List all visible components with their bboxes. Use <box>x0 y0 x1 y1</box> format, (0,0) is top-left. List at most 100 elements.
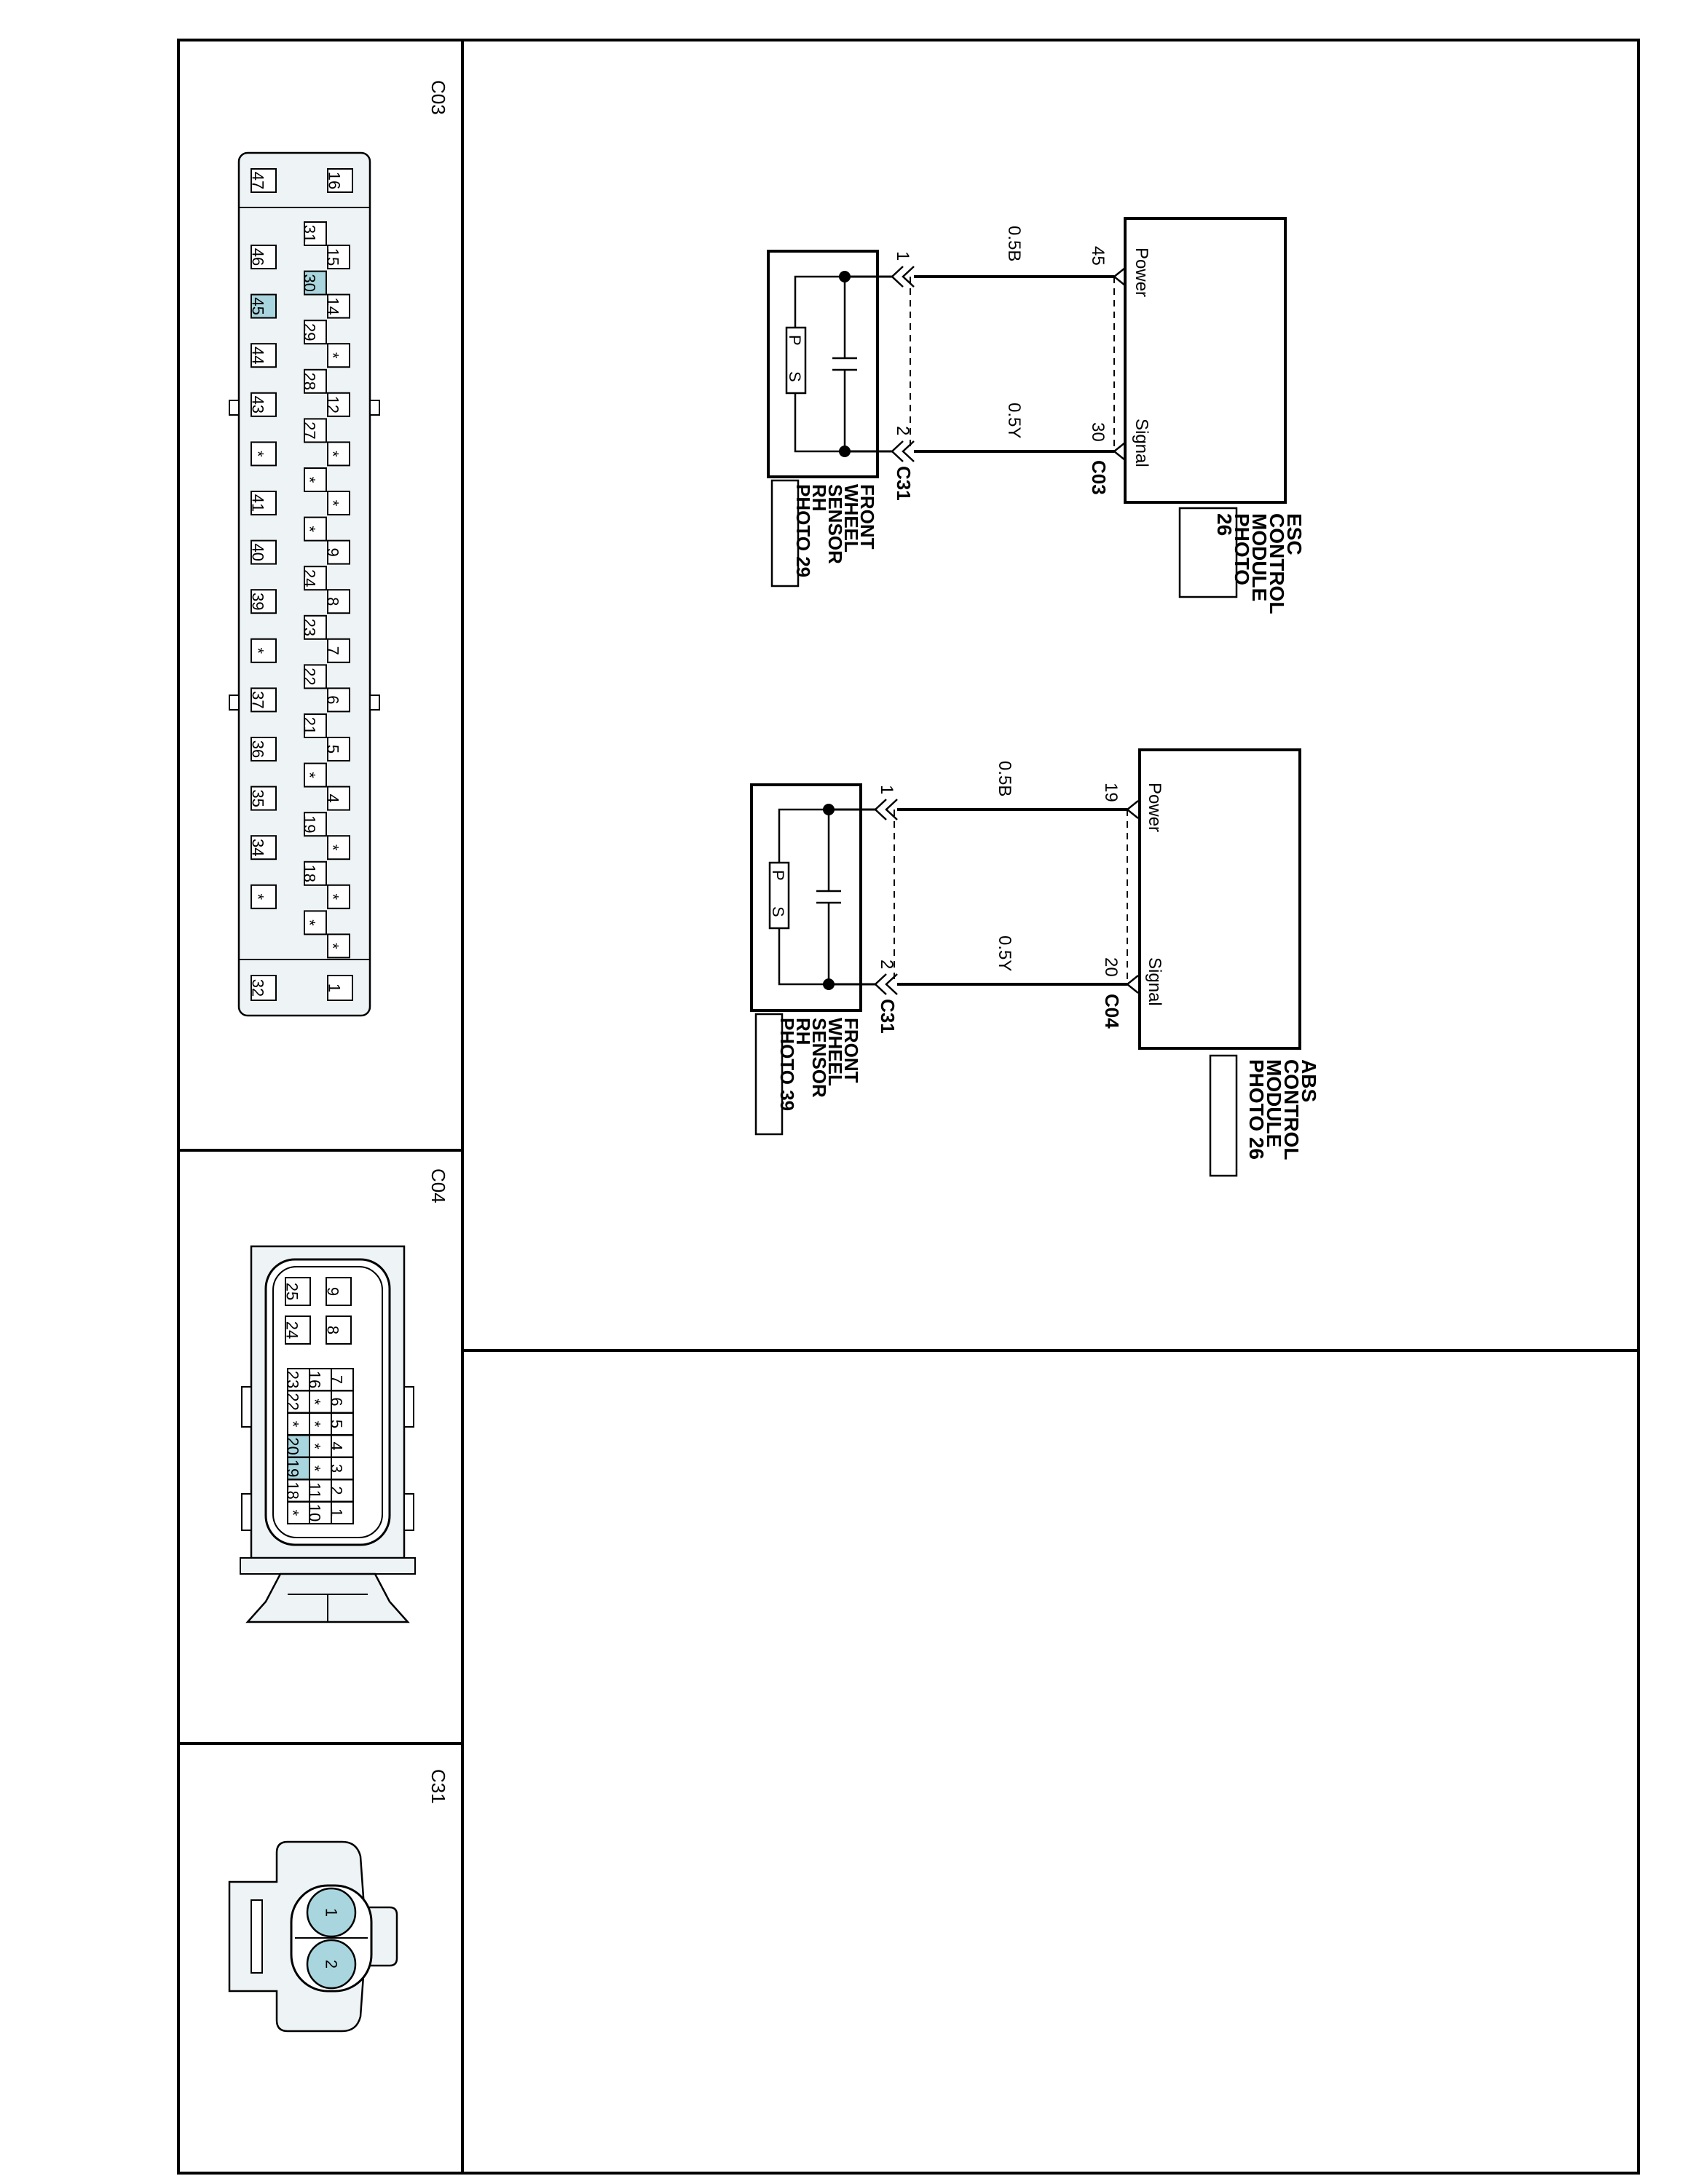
svg-text:29: 29 <box>301 323 319 341</box>
c03-pin: 6 <box>324 687 350 713</box>
c03-pin: 5 <box>324 737 350 761</box>
c03-pin: 40 <box>249 539 277 565</box>
svg-text:12: 12 <box>324 396 342 414</box>
c31-connector: 12 <box>228 1840 398 2033</box>
svg-text:*: * <box>284 1510 302 1516</box>
svg-text:*: * <box>324 894 342 901</box>
svg-text:*: * <box>306 1465 324 1472</box>
esc-sensor-pin-1: 1 <box>893 251 912 261</box>
svg-text:24: 24 <box>301 569 319 587</box>
svg-text:44: 44 <box>249 347 267 364</box>
c03-pin: * <box>301 467 327 492</box>
c31-pin: 2 <box>306 1939 357 1990</box>
abs-power-pin: 19 <box>1101 783 1121 802</box>
svg-text:SENSOR: SENSOR <box>808 1018 830 1098</box>
esc-wire-power: 0.5B <box>1004 226 1024 261</box>
svg-text:20: 20 <box>284 1437 302 1455</box>
c03-panel-label: C03 <box>427 80 449 115</box>
c03-pin: 16 <box>326 168 353 193</box>
svg-text:14: 14 <box>324 297 342 314</box>
svg-text:*: * <box>301 919 319 926</box>
svg-text:1: 1 <box>323 1908 341 1917</box>
svg-text:MODULE: MODULE <box>1248 513 1271 601</box>
svg-text:9: 9 <box>324 1287 342 1296</box>
svg-text:40: 40 <box>249 543 267 561</box>
c03-pin: 34 <box>249 835 277 860</box>
c03-pin: * <box>324 491 350 515</box>
svg-text:*: * <box>306 1398 324 1405</box>
svg-text:*: * <box>324 943 342 949</box>
c04-pin: 3 <box>328 1457 354 1480</box>
svg-text:19: 19 <box>301 815 319 833</box>
c03-pin: 46 <box>249 245 277 269</box>
c04-pin: 8 <box>324 1315 352 1345</box>
c03-pin: * <box>324 835 350 860</box>
svg-text:8: 8 <box>324 597 342 606</box>
svg-text:8: 8 <box>324 1326 342 1334</box>
svg-text:34: 34 <box>249 839 267 856</box>
svg-text:41: 41 <box>249 494 267 512</box>
c03-pin: * <box>324 933 350 959</box>
esc-signal-label: Signal <box>1132 419 1151 467</box>
c03-pin: 4 <box>324 786 350 811</box>
svg-text:RH: RH <box>792 1018 814 1045</box>
c31-panel-label: C31 <box>427 1769 449 1804</box>
esc-module-name: ESC CONTROL MODULE PHOTO 26 <box>1213 513 1306 614</box>
svg-text:43: 43 <box>249 396 267 414</box>
esc-wheel-sensor-box <box>767 250 879 478</box>
abs-sensor-name: FRONT WHEEL SENSOR RH PHOTO 39 <box>776 1018 862 1111</box>
c04-pin: 24 <box>283 1315 311 1345</box>
c04-pin: 19 <box>284 1457 310 1480</box>
svg-text:*: * <box>249 648 267 654</box>
svg-text:PHOTO 26: PHOTO 26 <box>1245 1059 1268 1160</box>
c03-pin: 22 <box>301 664 327 689</box>
c03-pin: 29 <box>301 320 327 345</box>
abs-circuit: Power Signal 19 20 C04 ABS CONTROL MODUL… <box>750 748 1320 1177</box>
c04-pin: * <box>284 1412 310 1436</box>
svg-text:22: 22 <box>284 1393 302 1410</box>
svg-text:*: * <box>249 451 267 457</box>
svg-text:*: * <box>301 526 319 532</box>
svg-text:18: 18 <box>301 865 319 882</box>
abs-sensor-pin-2: 2 <box>877 960 896 969</box>
svg-text:*: * <box>249 894 267 901</box>
esc-sensor-name: FRONT WHEEL SENSOR RH PHOTO 29 <box>792 484 878 577</box>
svg-text:*: * <box>301 477 319 483</box>
svg-text:36: 36 <box>249 740 267 758</box>
svg-text:30: 30 <box>301 274 319 291</box>
c04-pin: 9 <box>324 1277 352 1306</box>
svg-text:*: * <box>306 1443 324 1449</box>
svg-text:19: 19 <box>284 1460 302 1477</box>
abs-sensor-pin-1: 1 <box>877 785 896 794</box>
c03-pin: 1 <box>326 975 353 1001</box>
svg-text:PHOTO: PHOTO <box>1231 513 1253 585</box>
c03-pin: 27 <box>301 418 327 443</box>
svg-text:*: * <box>324 844 342 851</box>
abs-sensor-connector: C31 <box>877 999 899 1034</box>
svg-text:23: 23 <box>301 619 319 636</box>
c03-pin: * <box>249 638 277 663</box>
esc-power-label: Power <box>1132 248 1151 297</box>
abs-sensor-s: S <box>769 906 787 917</box>
svg-text:*: * <box>306 1421 324 1428</box>
svg-text:39: 39 <box>249 593 267 610</box>
c04-pin: 25 <box>283 1277 311 1306</box>
svg-text:25: 25 <box>283 1283 301 1300</box>
abs-connector-label: C04 <box>1101 994 1123 1029</box>
svg-text:WHEEL: WHEEL <box>824 1018 846 1086</box>
page-frame <box>177 39 1640 2175</box>
svg-text:5: 5 <box>324 745 342 753</box>
svg-text:15: 15 <box>324 248 342 266</box>
svg-text:23: 23 <box>284 1371 302 1388</box>
svg-text:7: 7 <box>324 646 342 655</box>
c03-connector: 4746454443*414039*37363534*321611514*12*… <box>229 151 380 1017</box>
c03-pin: 32 <box>249 975 277 1001</box>
svg-text:SENSOR: SENSOR <box>824 484 846 564</box>
abs-power-label: Power <box>1145 783 1164 832</box>
svg-text:45: 45 <box>249 297 267 314</box>
esc-power-pin: 45 <box>1088 246 1108 266</box>
abs-wire-power: 0.5B <box>995 761 1014 796</box>
svg-text:32: 32 <box>249 979 267 997</box>
